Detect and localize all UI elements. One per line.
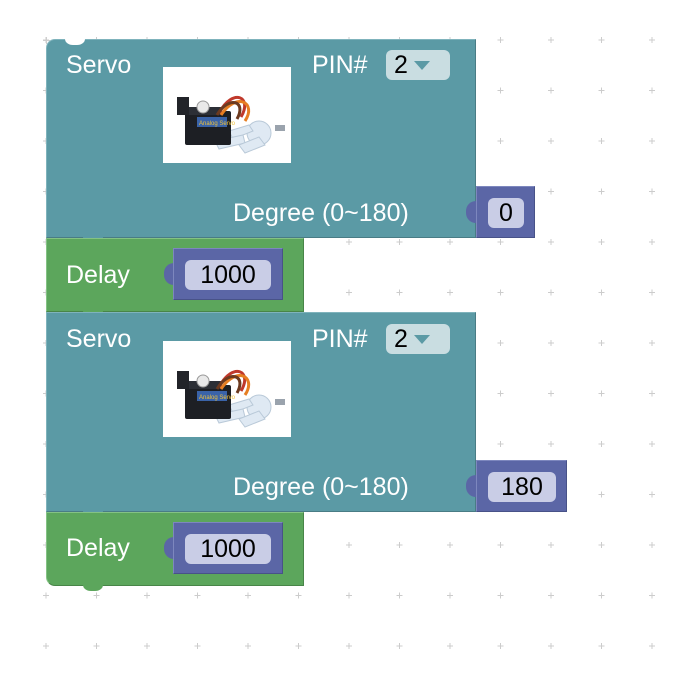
delay-block-title: Delay — [66, 534, 130, 562]
chevron-down-icon — [413, 61, 430, 70]
block-notch — [65, 39, 85, 45]
servo-image-caption: Analog Servo — [199, 121, 236, 127]
delay-value-field[interactable]: 1000 — [185, 534, 271, 564]
servo-pin-value: 2 — [394, 325, 408, 353]
block-bottom-notch — [83, 585, 103, 591]
servo-image-caption: Analog Servo — [199, 395, 236, 401]
servo-motor-image: Analog Servo — [163, 341, 291, 437]
delay-block-title: Delay — [66, 261, 130, 289]
servo-motor-image: Analog Servo — [163, 67, 291, 163]
number-input-tab — [466, 475, 478, 497]
servo-pin-dropdown[interactable]: 2 — [386, 50, 450, 80]
servo-block-1[interactable]: Servo PIN# 2 Analog Servo Degree (0~180) — [46, 39, 476, 243]
delay-value-field[interactable]: 1000 — [185, 260, 271, 290]
degree-number-block-1[interactable]: 0 — [476, 186, 535, 238]
servo-pin-value: 2 — [394, 51, 408, 79]
degree-value-field[interactable]: 0 — [488, 198, 524, 228]
chevron-down-icon — [413, 335, 430, 344]
servo-pin-label: PIN# — [312, 51, 368, 79]
servo-pin-dropdown[interactable]: 2 — [386, 324, 450, 354]
servo-pin-label: PIN# — [312, 325, 368, 353]
servo-block-2[interactable]: Servo PIN# 2 Analog Servo Degree (0~180) — [46, 312, 476, 517]
degree-value-field[interactable]: 180 — [488, 472, 556, 502]
servo-block-title: Servo — [66, 51, 132, 79]
delay-number-block-1[interactable]: 1000 — [173, 248, 283, 300]
servo-degree-label: Degree (0~180) — [233, 199, 409, 227]
servo-degree-label: Degree (0~180) — [233, 473, 409, 501]
delay-number-block-2[interactable]: 1000 — [173, 522, 283, 574]
degree-number-block-2[interactable]: 180 — [476, 460, 567, 512]
servo-block-title: Servo — [66, 325, 132, 353]
number-input-tab — [466, 201, 478, 223]
